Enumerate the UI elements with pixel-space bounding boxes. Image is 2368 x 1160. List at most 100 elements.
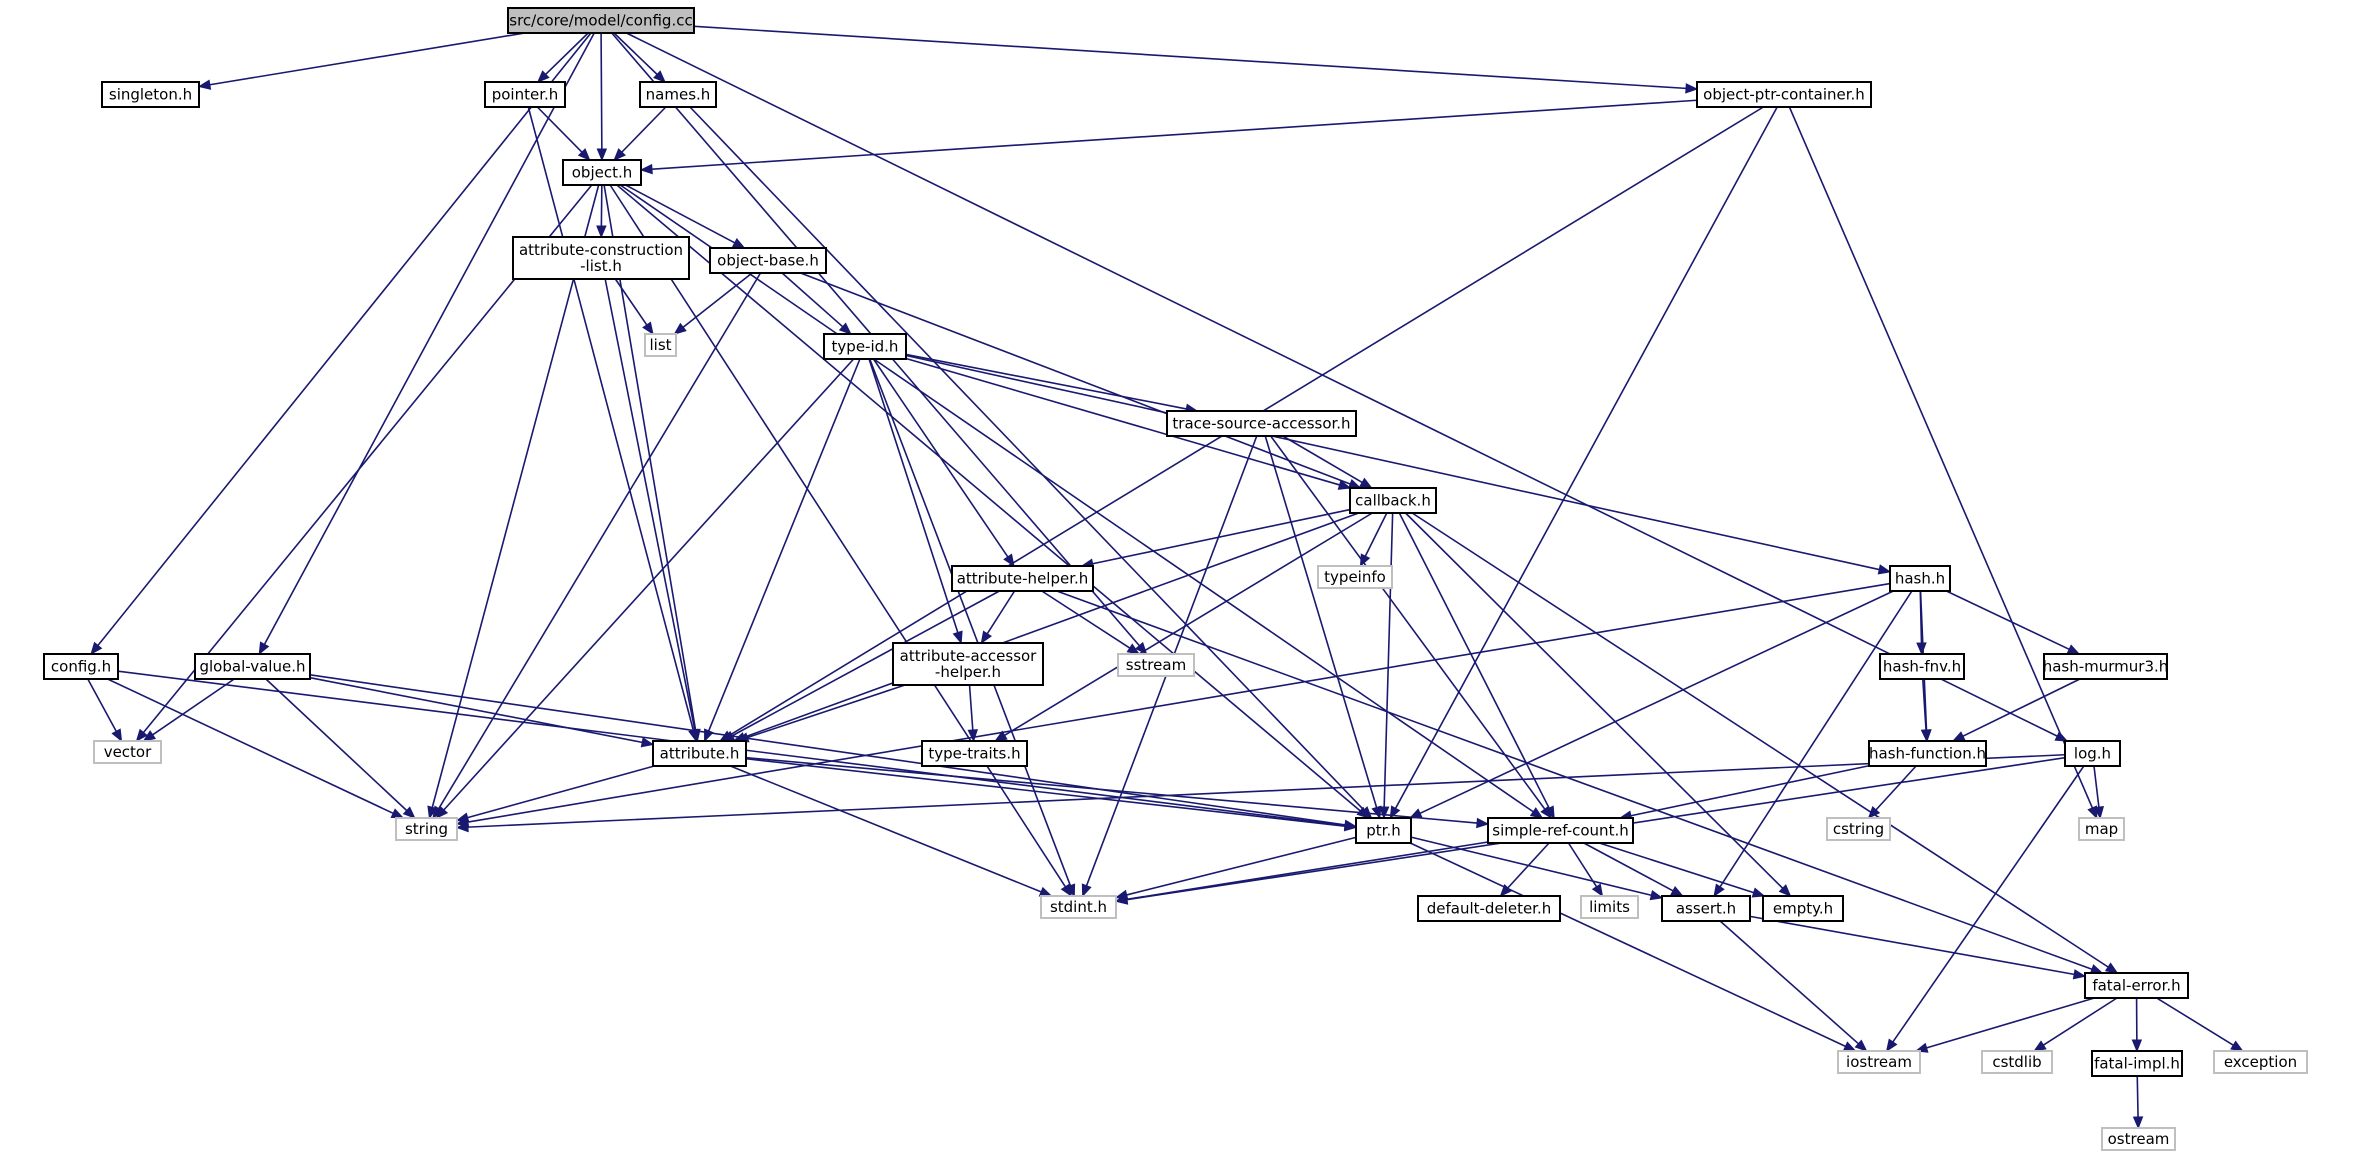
edge-line bbox=[107, 678, 394, 815]
node-box bbox=[892, 642, 1044, 686]
edge-simple_ref_count_h-to-limits bbox=[1567, 842, 1604, 898]
node-attribute-accessor-helper-h[interactable]: attribute-accessor-helper.h bbox=[892, 642, 1044, 686]
node-simple-ref-count-h[interactable]: simple-ref-count.h bbox=[1487, 817, 1634, 844]
node-attribute-h[interactable]: attribute.h bbox=[652, 740, 747, 767]
edge-fatal_error_h-to-iostream bbox=[1914, 997, 2095, 1053]
node-empty-h[interactable]: empty.h bbox=[1762, 895, 1844, 922]
edge-line bbox=[905, 357, 1340, 486]
node-type-traits-h[interactable]: type-traits.h bbox=[921, 740, 1028, 767]
edge-arrowhead bbox=[142, 730, 157, 742]
edge-line bbox=[1092, 508, 1351, 565]
edge-line bbox=[1282, 435, 1363, 484]
node-names-h[interactable]: names.h bbox=[639, 81, 717, 108]
node-hash-function-h[interactable]: hash-function.h bbox=[1868, 740, 1987, 767]
node-label: singleton.h bbox=[109, 86, 192, 104]
edge-line bbox=[747, 684, 906, 739]
edge-line bbox=[1394, 106, 1778, 809]
node-label: log.h bbox=[2074, 745, 2111, 763]
node-box bbox=[194, 653, 311, 680]
node-fatal-error-h[interactable]: fatal-error.h bbox=[2084, 972, 2189, 999]
node-object-ptr-container-h[interactable]: object-ptr-container.h bbox=[1696, 81, 1872, 108]
edge-arrowhead bbox=[2131, 1039, 2143, 1053]
edge-line bbox=[800, 272, 1351, 485]
edge-arrowhead bbox=[952, 630, 963, 645]
node-singleton-h[interactable]: singleton.h bbox=[101, 81, 200, 108]
edge-global_value_h-to-string bbox=[265, 678, 416, 819]
node-label: attribute-accessor bbox=[900, 647, 1038, 665]
edge-line bbox=[1719, 590, 1913, 888]
edge-callback_h-to-ptr_h bbox=[1378, 512, 1394, 820]
edge-hash_h-to-assert_h bbox=[1713, 590, 1913, 898]
edge-log_h-to-iostream bbox=[1885, 765, 2085, 1053]
node-label: cstdlib bbox=[1992, 1053, 2041, 1071]
node-box bbox=[1417, 895, 1561, 922]
edge-arrowhead bbox=[1951, 731, 1966, 742]
edge-line bbox=[527, 106, 695, 731]
node-pointer-h[interactable]: pointer.h bbox=[484, 81, 566, 108]
edge-layer bbox=[87, 25, 2244, 1130]
node-callback-h[interactable]: callback.h bbox=[1349, 487, 1437, 514]
edge-type_id_h-to-attribute_accessor_helper_h bbox=[868, 358, 963, 645]
node-box bbox=[43, 653, 119, 680]
node-label: pointer.h bbox=[492, 86, 559, 104]
node-box bbox=[1580, 895, 1639, 919]
edge-line bbox=[626, 32, 2058, 737]
edge-type_id_h-to-attribute_helper_h bbox=[872, 358, 1015, 568]
edge-line bbox=[986, 590, 1016, 635]
edge-line bbox=[868, 358, 959, 633]
node-hash-h[interactable]: hash.h bbox=[1889, 565, 1951, 592]
node-object-base-h[interactable]: object-base.h bbox=[709, 247, 827, 274]
node-label: object-base.h bbox=[717, 252, 819, 270]
edge-line bbox=[467, 765, 655, 819]
node-attribute-helper-h[interactable]: attribute-helper.h bbox=[951, 565, 1094, 592]
node-trace-source-accessor-h[interactable]: trace-source-accessor.h bbox=[1166, 410, 1357, 437]
edge-arrowhead bbox=[402, 806, 416, 819]
edge-global_value_h-to-vector bbox=[142, 678, 235, 742]
node-global-value-h[interactable]: global-value.h bbox=[194, 653, 311, 680]
node-fatal-impl-h[interactable]: fatal-impl.h bbox=[2091, 1050, 2183, 1077]
edge-line bbox=[265, 678, 408, 812]
edge-line bbox=[309, 676, 643, 744]
node-assert-h[interactable]: assert.h bbox=[1661, 895, 1751, 922]
edge-type_id_h-to-stdint_h bbox=[869, 358, 1076, 898]
edge-config_cc-to-global_value_h bbox=[258, 32, 595, 656]
edge-type_id_h-to-string bbox=[435, 358, 855, 819]
edge-fatal_impl_h-to-ostream bbox=[2132, 1075, 2144, 1130]
edge-line bbox=[693, 25, 1687, 90]
edge-line bbox=[743, 512, 1360, 738]
edge-line bbox=[613, 32, 658, 75]
node-type-id-h[interactable]: type-id.h bbox=[823, 333, 907, 360]
edge-line bbox=[87, 678, 117, 732]
edge-line bbox=[536, 106, 583, 153]
edge-attribute_h-to-string bbox=[455, 765, 655, 823]
edge-log_h-to-string bbox=[455, 753, 2066, 833]
node-box bbox=[507, 7, 695, 34]
edge-arrowhead bbox=[640, 737, 655, 748]
edge-arrowhead bbox=[1114, 894, 1129, 905]
node-config-cc[interactable]: src/core/model/config.cc bbox=[507, 7, 695, 34]
edge-callback_h-to-attribute_helper_h bbox=[1080, 508, 1351, 569]
node-log-h[interactable]: log.h bbox=[2064, 740, 2121, 767]
node-config-h[interactable]: config.h bbox=[43, 653, 119, 680]
edge-fatal_error_h-to-fatal_impl_h bbox=[2131, 997, 2143, 1053]
edge-trace_source_accessor_h-to-callback_h bbox=[1282, 435, 1373, 489]
edge-arrowhead bbox=[2033, 1040, 2047, 1052]
node-ptr-h[interactable]: ptr.h bbox=[1355, 817, 1412, 844]
node-sstream: sstream bbox=[1117, 653, 1195, 677]
edge-arrowhead bbox=[1916, 642, 1927, 656]
edge-assert_h-to-fatal_error_h bbox=[1749, 915, 2087, 980]
edge-arrowhead bbox=[135, 728, 148, 743]
edge-arrowhead bbox=[2072, 969, 2087, 980]
node-box bbox=[2213, 1050, 2308, 1074]
edge-line bbox=[745, 756, 1478, 824]
node-hash-murmur3-h[interactable]: hash-murmur3.h bbox=[2043, 653, 2169, 680]
edge-line bbox=[209, 32, 526, 86]
edge-arrowhead bbox=[613, 148, 626, 161]
node-default-deleter-h[interactable]: default-deleter.h bbox=[1417, 895, 1561, 922]
node-hash-fnv-h[interactable]: hash-fnv.h bbox=[1879, 653, 1965, 680]
node-label: hash-murmur3.h bbox=[2043, 658, 2169, 676]
edge-arrowhead bbox=[197, 79, 212, 90]
node-attribute-construction-list-h[interactable]: attribute-construction-list.h bbox=[512, 236, 690, 280]
node-object-h[interactable]: object.h bbox=[562, 159, 642, 186]
edge-object_h-to-stdint_h bbox=[609, 184, 1073, 898]
